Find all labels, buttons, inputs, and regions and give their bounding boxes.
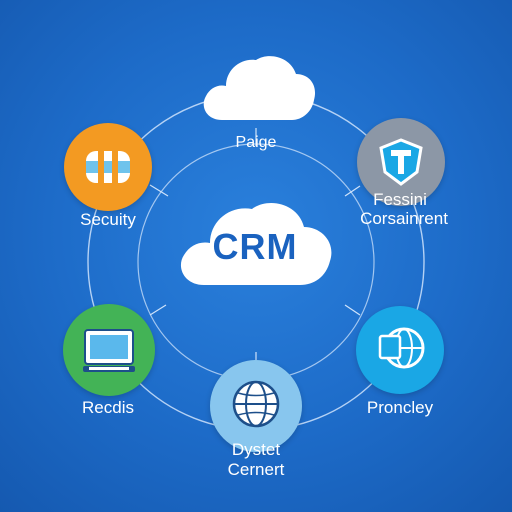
monitor-icon bbox=[83, 329, 135, 372]
spoke-records bbox=[149, 304, 167, 316]
dystet-node bbox=[210, 360, 302, 452]
spoke-proncley bbox=[344, 304, 361, 316]
records-label: Recdis bbox=[82, 398, 134, 417]
feature-node bbox=[357, 118, 445, 206]
feature-label-1: Fessini bbox=[373, 190, 427, 209]
crm-cloud-icon bbox=[176, 193, 336, 287]
feature-label-2: Corsainrent bbox=[360, 209, 448, 228]
spoke-feature bbox=[344, 185, 361, 197]
security-label: Secuity bbox=[80, 210, 136, 229]
bandage-icon bbox=[86, 151, 130, 183]
shield-icon bbox=[379, 138, 423, 186]
records-node bbox=[63, 304, 155, 396]
crm-label: CRM bbox=[212, 226, 298, 267]
proncley-label: Proncley bbox=[366, 398, 434, 417]
globe-screen-icon bbox=[378, 327, 425, 369]
proncley-node bbox=[356, 306, 444, 394]
top-cloud-icon bbox=[200, 48, 318, 122]
dystet-label-1: Dystet bbox=[231, 440, 281, 459]
globe-icon bbox=[232, 380, 280, 428]
top-label: Paige bbox=[235, 134, 277, 151]
dystet-label-2: Cernert bbox=[227, 460, 285, 479]
spoke-security bbox=[149, 184, 169, 197]
security-node bbox=[64, 123, 152, 211]
